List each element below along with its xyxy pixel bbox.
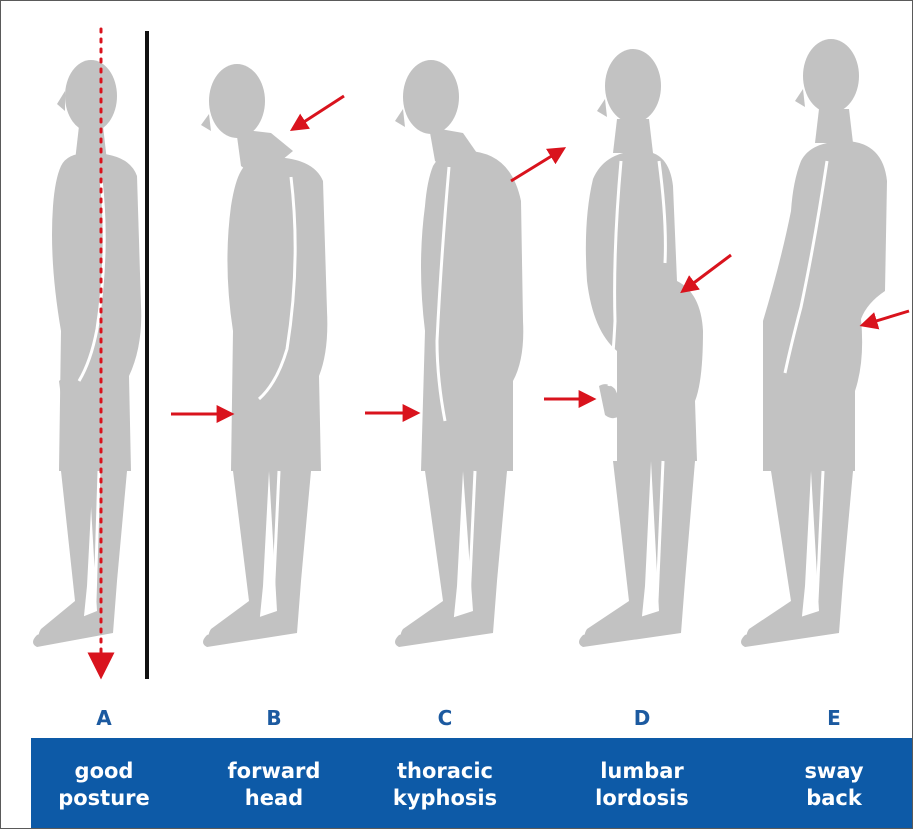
label-c-line2: kyphosis — [375, 785, 515, 812]
arrow-c-upper-back — [511, 149, 563, 181]
arrow-e-hip — [863, 311, 909, 325]
label-good-posture: good posture — [34, 758, 174, 812]
posture-letters: A B C D E — [1, 701, 913, 735]
figure-a-silhouette — [33, 60, 141, 647]
figure-b — [201, 64, 327, 647]
label-d-line1: lumbar — [572, 758, 712, 785]
figures-canvas — [1, 1, 913, 701]
label-d-line2: lordosis — [572, 785, 712, 812]
figure-e-silhouette — [741, 39, 887, 647]
letter-e: E — [804, 701, 864, 735]
label-sway-back: sway back — [764, 758, 904, 812]
label-e-line2: back — [764, 785, 904, 812]
letter-c: C — [415, 701, 475, 735]
label-a-line1: good — [34, 758, 174, 785]
letter-b: B — [244, 701, 304, 735]
label-e-line1: sway — [764, 758, 904, 785]
figure-e — [741, 39, 887, 647]
letter-d: D — [612, 701, 672, 735]
arrow-d-lower-back — [683, 255, 731, 291]
figure-d-silhouette — [579, 49, 703, 647]
figure-c-silhouette — [395, 60, 523, 647]
caption-bar: good posture forward head thoracic kypho… — [31, 738, 913, 829]
letter-a: A — [74, 701, 134, 735]
label-thoracic-kyphosis: thoracic kyphosis — [375, 758, 515, 812]
figure-c — [395, 60, 523, 647]
label-c-line1: thoracic — [375, 758, 515, 785]
arrow-b-neck — [293, 96, 344, 129]
figure-d — [579, 49, 703, 647]
label-b-line1: forward — [204, 758, 344, 785]
label-b-line2: head — [204, 785, 344, 812]
label-lumbar-lordosis: lumbar lordosis — [572, 758, 712, 812]
figure-a — [33, 29, 141, 666]
label-forward-head: forward head — [204, 758, 344, 812]
label-a-line2: posture — [34, 785, 174, 812]
figure-b-silhouette — [201, 64, 327, 647]
